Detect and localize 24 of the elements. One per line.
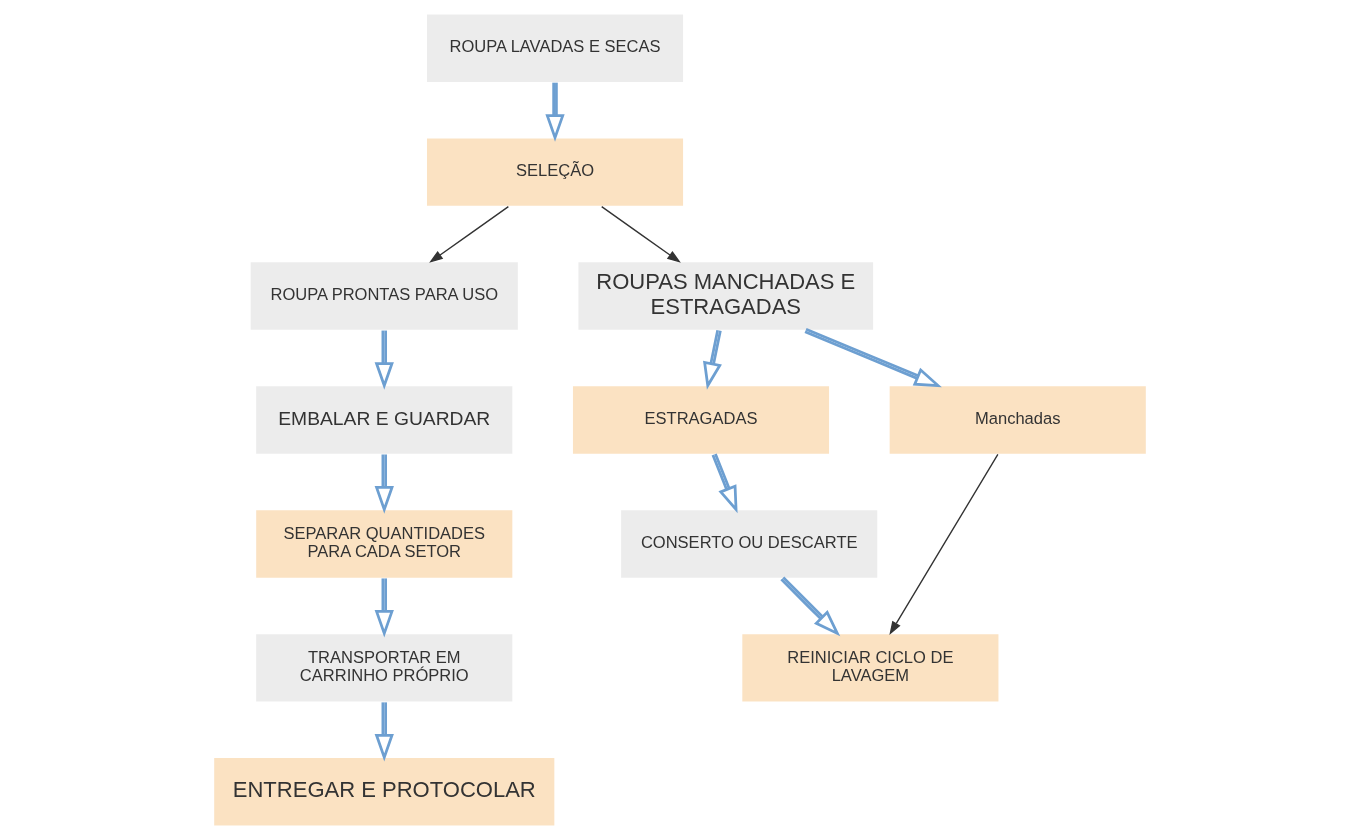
arrow <box>711 453 738 514</box>
node-box: SEPARAR QUANTIDADES PARA CADA SETOR <box>254 508 514 580</box>
node-box: ESTRAGADAS <box>571 384 831 456</box>
arrow <box>374 454 394 514</box>
arrow <box>545 82 565 142</box>
node-box: TRANSPORTAR EM CARRINHO PRÓPRIO <box>254 632 514 703</box>
arrow <box>374 702 394 762</box>
arrow <box>703 330 722 390</box>
arrow <box>889 453 999 635</box>
arrow <box>374 578 394 638</box>
node-box: ROUPA PRONTAS PARA USO <box>249 260 520 332</box>
arrow <box>429 205 510 263</box>
node-box: ROUPA LAVADAS E SECAS <box>425 13 685 84</box>
node-box: SELEÇÃO <box>425 137 685 208</box>
node-box: ENTREGAR E PROTOCOLAR <box>212 756 556 827</box>
arrow <box>780 576 841 637</box>
arrow <box>374 330 394 390</box>
arrow <box>601 205 681 263</box>
node-box: CONSERTO OU DESCARTE <box>619 508 879 580</box>
arrow <box>804 328 942 388</box>
node-box: ROUPAS MANCHADAS E ESTRAGADAS <box>577 260 875 332</box>
node-box: REINICIAR CICLO DE LAVAGEM <box>740 632 1000 703</box>
node-box: EMBALAR E GUARDAR <box>254 384 514 456</box>
node-box: Manchadas <box>888 384 1148 456</box>
